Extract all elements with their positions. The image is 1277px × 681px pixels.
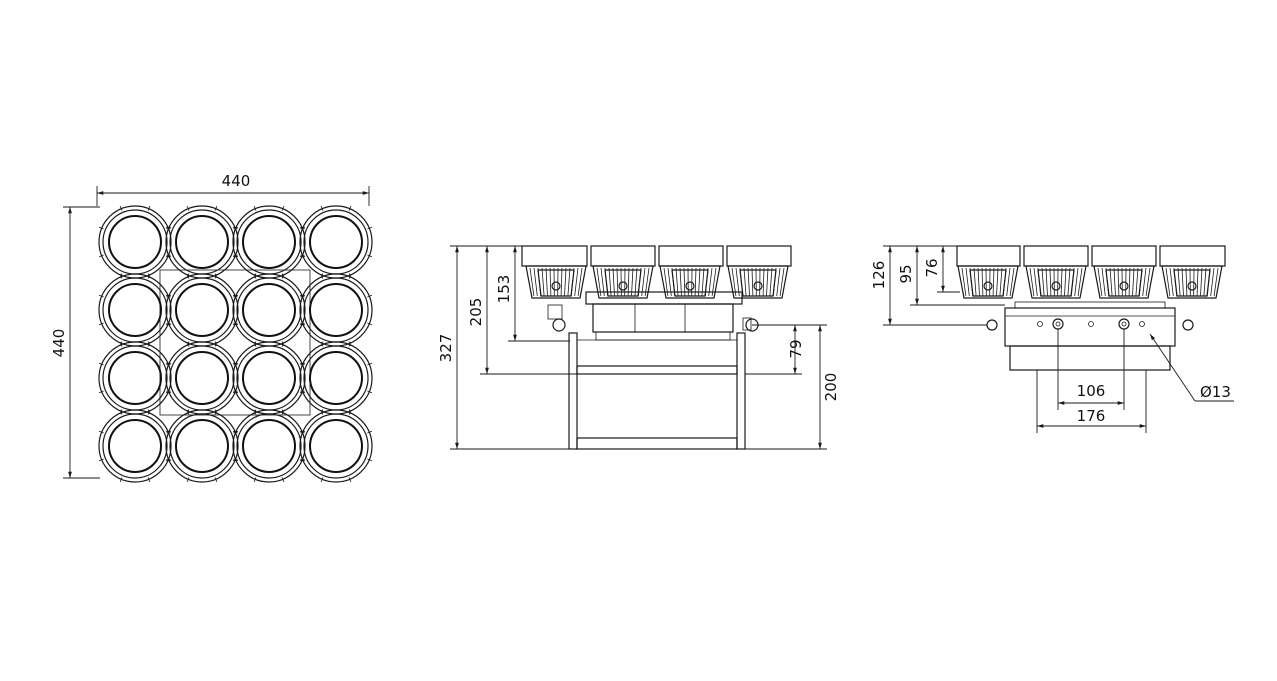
lens-module [232,273,306,347]
rear-106-dimension: 106 [1057,329,1125,410]
rear-76-dimension: 76 [923,246,960,293]
rear-95-dimension: 95 [897,246,1005,306]
lens-grid [98,205,373,483]
rear-126-dimension: 126 [870,245,987,326]
lamp-head [1093,265,1155,299]
side-205-dimension: 205 [467,246,578,375]
lamp-head [659,265,721,299]
front-view: 440 440 [50,172,373,483]
lens-module [232,205,306,279]
rear-holes [986,318,1194,331]
front-width-label: 440 [222,172,251,190]
side-205-label: 205 [467,298,485,327]
rear-mount-plate [1004,307,1176,347]
rear-76-label: 76 [923,258,941,277]
side-total-height-label: 327 [437,334,455,363]
lens-module [98,409,172,483]
lens-module [98,341,172,415]
rear-bracket-bar [1009,345,1171,371]
front-width-dimension: 440 [96,172,370,206]
lens-module [165,273,239,347]
side-153-label: 153 [495,275,513,304]
side-200-dimension: 200 [745,324,840,450]
rear-176-label: 176 [1077,407,1106,425]
side-bracket [568,332,746,450]
rear-top-modules [956,245,1226,267]
lamp-head [957,265,1019,299]
front-frame [159,269,311,416]
front-height-dimension: 440 [50,206,100,479]
lamp-head [525,265,587,299]
rear-hole-diameter-label: Ø13 [1200,383,1231,401]
lens-module [299,205,373,279]
side-top-modules [521,245,792,267]
front-height-label: 440 [50,329,68,358]
lamp-head [592,265,654,299]
side-79-dimension: 79 [745,324,805,375]
rear-hole-diameter-callout: Ø13 [1149,333,1234,402]
rear-176-dimension: 176 [1036,370,1147,433]
lamp-head [1161,265,1223,299]
side-lamp-heads [525,265,789,299]
lens-module [165,341,239,415]
side-200-label: 200 [822,373,840,402]
lens-module [299,273,373,347]
lens-module [299,409,373,483]
lens-module [299,341,373,415]
rear-lamp-heads [957,265,1223,299]
rear-126-label: 126 [870,261,888,290]
rear-106-label: 106 [1077,382,1106,400]
side-79-label: 79 [787,339,805,358]
side-driver-box [592,303,734,333]
rear-95-label: 95 [897,264,915,283]
lens-module [165,205,239,279]
lens-module [232,341,306,415]
lens-module [98,205,172,279]
rear-view: 126 95 76 106 176 [870,245,1234,433]
lens-module [165,409,239,483]
lamp-head [727,265,789,299]
lamp-head [1025,265,1087,299]
side-knobs [547,304,759,332]
lens-module [232,409,306,483]
lens-module [98,273,172,347]
side-view: 327 205 153 79 200 [437,245,840,450]
side-153-dimension: 153 [495,246,570,342]
